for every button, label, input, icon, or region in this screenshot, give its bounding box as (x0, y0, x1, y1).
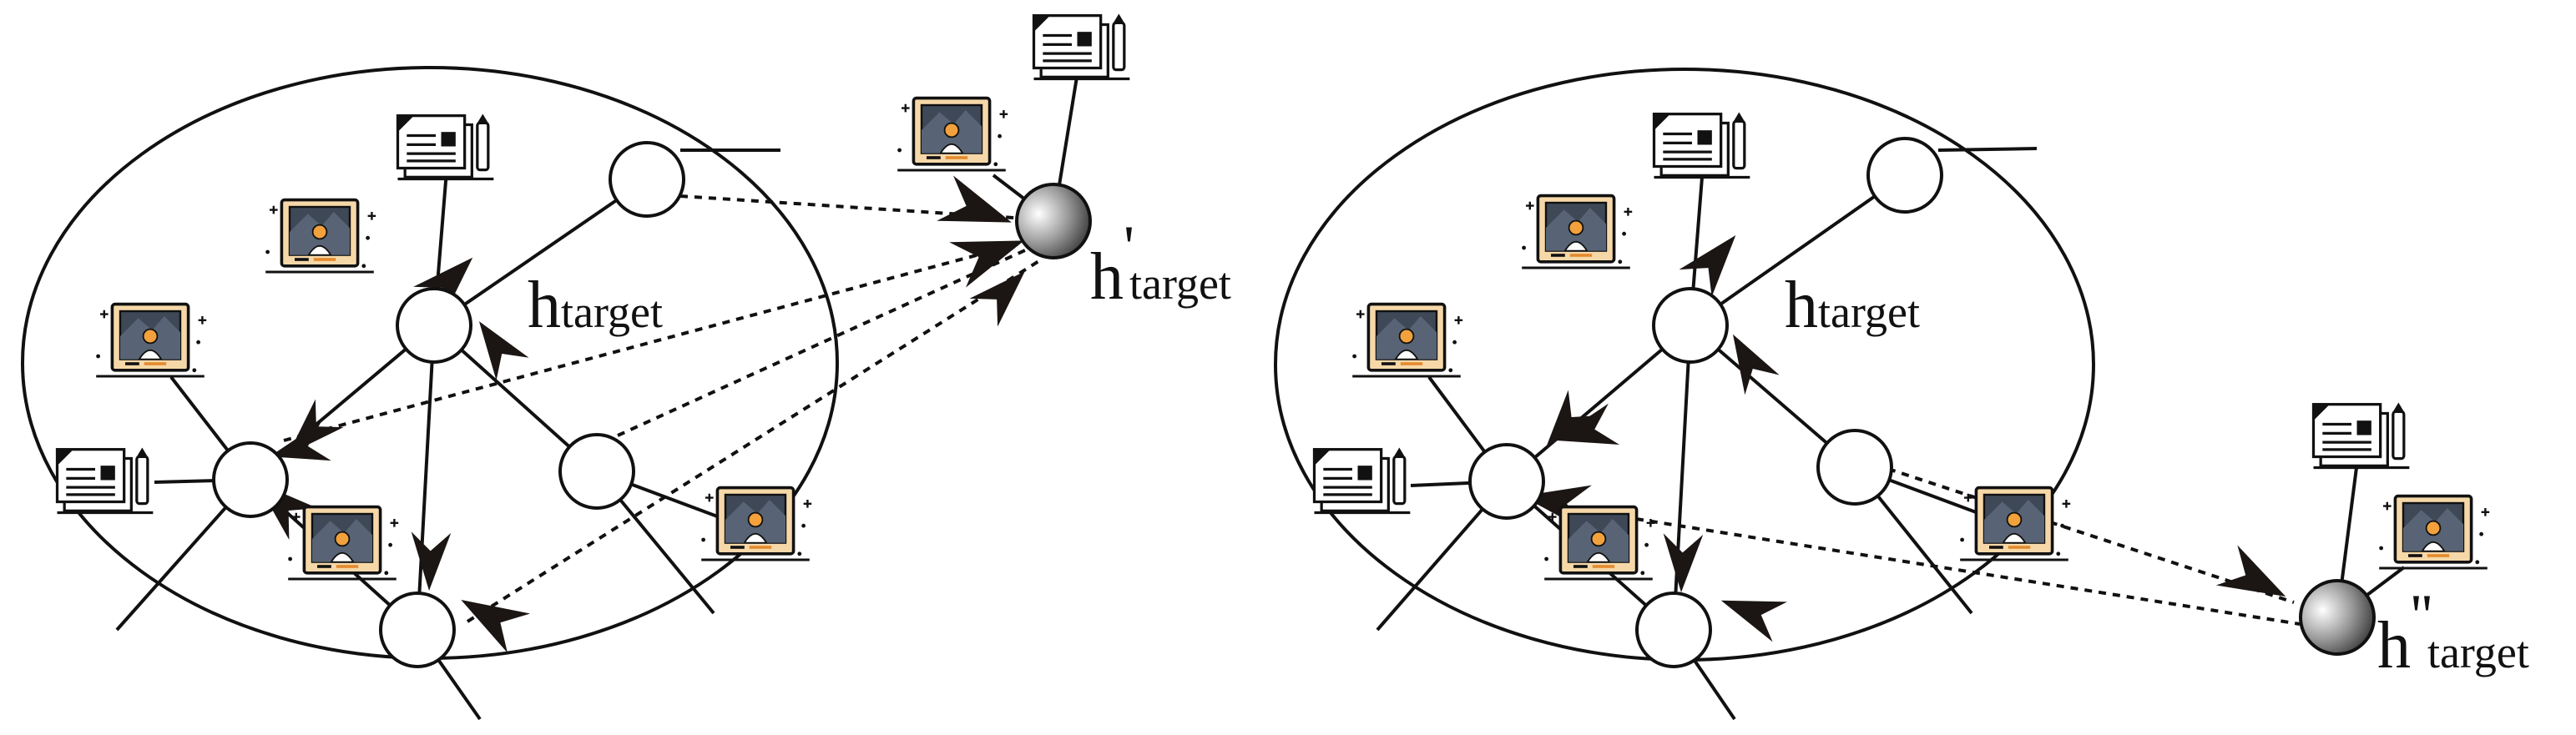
image-post-icon (1958, 486, 2073, 561)
label-prime: ' (1124, 214, 1134, 280)
label-main: h (1785, 269, 1818, 342)
image-post-icon (286, 505, 401, 581)
document-icon (1032, 12, 1131, 81)
label-main: h (2377, 609, 2411, 682)
label-main: h (1090, 240, 1124, 314)
external-node-label: h'target (1090, 214, 1231, 314)
label-sub: target (1129, 259, 1231, 309)
image-post-icon (94, 302, 209, 378)
external-node (2299, 579, 2376, 656)
image-post-icon (700, 486, 814, 561)
image-post-icon (264, 198, 378, 274)
right-panel: htarget h''target (1274, 68, 2529, 721)
document-icon (396, 112, 495, 181)
document-icon (55, 446, 154, 515)
target-node (396, 287, 472, 364)
document-icon (1652, 110, 1751, 179)
label-sub: target (2427, 627, 2529, 677)
image-post-icon (1351, 302, 1465, 378)
target-node-label: htarget (1785, 269, 1920, 342)
graph-node (1866, 137, 1943, 214)
nodes (1468, 137, 1943, 668)
nodes (212, 141, 685, 668)
target-node (1652, 287, 1729, 364)
dashed-edges (283, 194, 1042, 623)
external-node-label: h''target (2377, 582, 2529, 682)
graph-node (1816, 429, 1893, 506)
label-main: h (528, 269, 561, 342)
graph-node (609, 141, 685, 218)
label-sub: target (1818, 287, 1920, 337)
target-node-label: htarget (528, 269, 663, 342)
graph-node (558, 433, 635, 510)
image-post-icon (896, 96, 1010, 172)
document-icon (1312, 446, 1412, 515)
image-post-icon (1520, 194, 1634, 269)
graph-node (1468, 443, 1545, 520)
graph-node (379, 592, 456, 668)
image-post-icon (1543, 505, 1657, 581)
graph-node (212, 441, 289, 518)
document-icon (2311, 400, 2411, 470)
graph-node (1635, 592, 1712, 668)
dashed-edges (1635, 467, 2301, 626)
solid-edges (1376, 147, 2406, 721)
external-node (1015, 183, 1092, 259)
left-panel: htarget h'target (21, 12, 1231, 721)
label-sub: target (561, 287, 663, 337)
image-post-icon (2377, 494, 2492, 570)
label-prime: '' (2411, 582, 2432, 649)
